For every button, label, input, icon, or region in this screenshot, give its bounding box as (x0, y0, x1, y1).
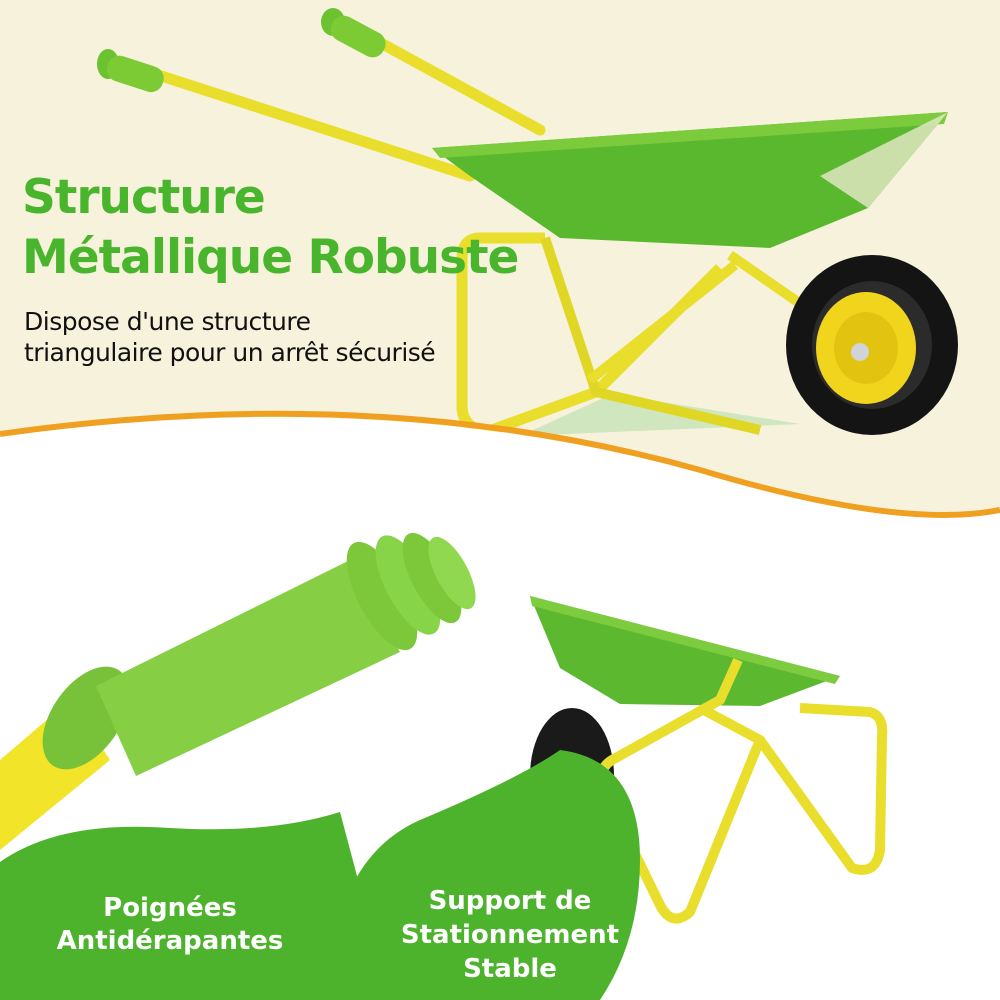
caption-left-line-2: Antidérapantes (56, 926, 284, 956)
caption-left: Poignées Antidérapantes (40, 892, 300, 958)
subtext-line-1: Dispose d'une structure (24, 307, 311, 336)
grip-left-icon (97, 49, 164, 93)
caption-right: Support de Stationnement Stable (380, 884, 640, 986)
handle-closeup (0, 532, 476, 850)
grip-ribs-icon (346, 532, 476, 651)
wheel-icon (786, 255, 958, 435)
caption-right-line-3: Stable (463, 954, 557, 984)
wheelbarrow-main (97, 8, 958, 436)
caption-left-line-1: Poignées (103, 893, 237, 923)
headline-line-2: Métallique Robuste (22, 230, 519, 285)
caption-right-line-2: Stationnement (400, 920, 620, 950)
caption-right-line-1: Support de (428, 886, 592, 916)
grip-right-icon (321, 8, 386, 58)
subtext-line-2: triangulaire pour un arrêt sécurisé (24, 338, 436, 367)
subtext: Dispose d'une structure triangulaire pou… (24, 306, 436, 368)
headline: Structure Métallique Robuste (22, 168, 519, 288)
headline-line-1: Structure (22, 170, 266, 225)
